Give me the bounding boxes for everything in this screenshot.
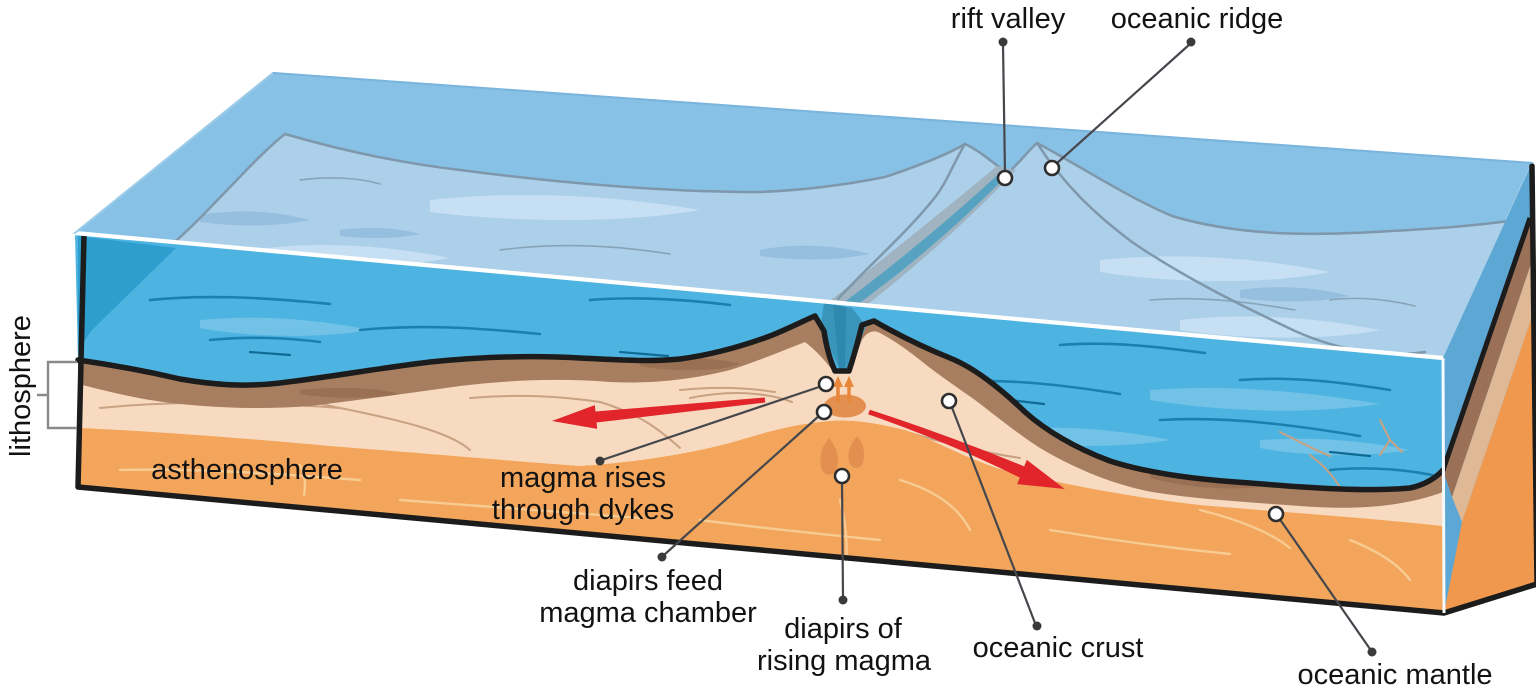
block-edges	[74, 72, 1536, 616]
asthenosphere-cracks	[118, 463, 1412, 582]
anchor-oceanic-mantle	[1267, 505, 1285, 523]
diagram-labels: rift valley oceanic ridge lithosphere as…	[5, 3, 1493, 690]
anchor-diapirs-rising	[833, 467, 851, 485]
ocean-water-front	[75, 233, 1443, 490]
diapir-left	[820, 438, 839, 475]
right-side-face	[1440, 163, 1536, 613]
dot-oceanic-ridge	[1186, 37, 1196, 47]
label-diapirs-rising-line1: diapirs of	[784, 613, 903, 645]
label-lithosphere: lithosphere	[5, 315, 37, 457]
label-diapirs-feed-line2: magma chamber	[539, 597, 757, 629]
label-diapirs-rising-line2: rising magma	[757, 645, 932, 677]
label-asthenosphere: asthenosphere	[151, 454, 343, 486]
lithosphere-bracket	[37, 360, 77, 430]
dot-diapirs-feed	[657, 552, 667, 562]
label-oceanic-mantle: oceanic mantle	[1297, 659, 1492, 690]
leader-diapirs-feed	[663, 414, 821, 556]
label-oceanic-crust: oceanic crust	[973, 632, 1144, 664]
leader-rift-valley	[1001, 43, 1007, 175]
leader-diapirs-rising	[840, 480, 845, 598]
label-magma-rises-line2: through dykes	[492, 494, 674, 526]
leader-oceanic-mantle	[1278, 517, 1371, 650]
spreading-arrow-right	[868, 409, 1065, 489]
leader-oceanic-crust	[949, 404, 1037, 624]
label-diapirs-feed-line1: diapirs feed	[573, 565, 723, 597]
terrain-shadow-patches	[200, 211, 1350, 302]
dot-rift-valley	[998, 37, 1008, 47]
asthenosphere-layer	[78, 420, 1444, 613]
anchor-oceanic-crust	[940, 392, 958, 410]
label-magma-rises-line1: magma rises	[500, 462, 666, 494]
dot-oceanic-mantle	[1367, 647, 1377, 657]
rift-gully-water	[838, 169, 1011, 310]
anchor-rift-valley	[996, 169, 1014, 187]
deep-water-wedge	[78, 236, 176, 350]
anchor-magma-rises	[817, 375, 835, 393]
dot-diapirs-rising	[838, 595, 848, 605]
diapir-right	[848, 436, 865, 468]
right-face-crust-band	[1443, 218, 1535, 497]
label-rift-valley: rift valley	[951, 3, 1066, 35]
label-oceanic-ridge: oceanic ridge	[1111, 3, 1284, 35]
anchor-oceanic-ridge	[1043, 159, 1061, 177]
leader-oceanic-ridge	[1055, 43, 1191, 165]
diapirs	[820, 436, 865, 475]
dot-oceanic-crust	[1032, 621, 1042, 631]
leader-magma-rises	[601, 384, 823, 462]
ridge-crest-left	[836, 142, 967, 301]
front-cross-section	[75, 233, 1446, 613]
water-streaks	[148, 295, 1438, 478]
sea-surface-top-face	[72, 71, 1534, 360]
magma-chamber	[824, 394, 866, 418]
leader-lines	[595, 37, 1377, 657]
right-face-asthenosphere-band	[1444, 304, 1536, 613]
dyke-arrows	[833, 376, 854, 402]
dot-magma-rises	[595, 456, 605, 466]
seafloor-outline	[75, 313, 1446, 493]
rift-channel	[833, 305, 846, 369]
right-face-mantle-lid-band	[1452, 252, 1536, 522]
anchor-diapirs-feed	[815, 403, 833, 421]
spreading-arrow-left	[552, 397, 766, 429]
